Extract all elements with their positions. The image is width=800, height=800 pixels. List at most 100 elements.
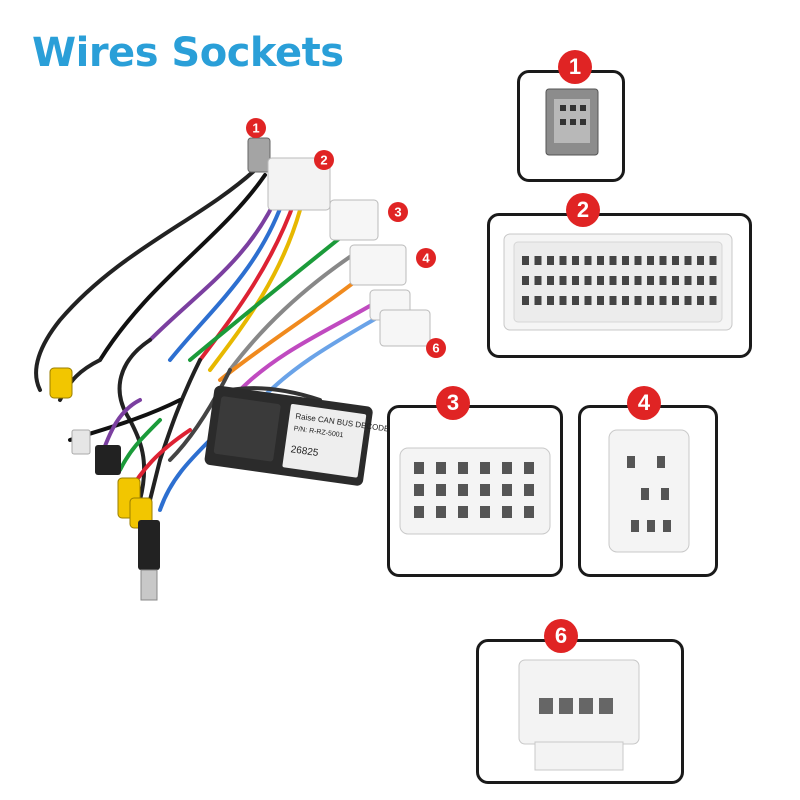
socket-pin (622, 296, 629, 305)
socket-6-image (518, 659, 640, 771)
socket-pin (559, 296, 567, 305)
socket-pin (522, 296, 529, 305)
wire (258, 308, 392, 402)
socket-pin (709, 276, 717, 285)
plug-2 (267, 157, 331, 211)
socket-panel-3 (387, 405, 563, 577)
socket-panel-6 (476, 639, 684, 784)
socket-pin (584, 296, 592, 305)
panel-badge-2: 2 (566, 193, 600, 227)
svg-text:1: 1 (252, 121, 259, 136)
socket-3-image (399, 447, 551, 535)
socket-pin (697, 256, 704, 265)
wire (238, 298, 382, 392)
wire (168, 368, 232, 462)
socket-pin (597, 276, 604, 285)
harness-badge: 1 (246, 118, 266, 138)
socket-pin (414, 484, 424, 496)
canbus-decoder: Raise CAN BUS DECODER P/N: R-RZ-5001 268… (204, 385, 396, 486)
socket-pin (502, 484, 512, 496)
socket-pin (672, 256, 679, 265)
socket-pin (647, 256, 654, 265)
plug-1 (247, 137, 271, 173)
decoder-label-line3: 26825 (290, 444, 320, 459)
socket-pin (634, 276, 642, 285)
socket-pin (697, 276, 704, 285)
socket-pin (634, 256, 642, 265)
svg-text:6: 6 (432, 341, 439, 356)
panel-badge-4: 4 (627, 386, 661, 420)
wire (198, 198, 297, 362)
socket-pin (709, 296, 717, 305)
socket-pin (414, 506, 424, 518)
socket-pin (522, 256, 529, 265)
wire (148, 188, 282, 342)
socket-pin (524, 484, 534, 496)
socket-pin (622, 256, 629, 265)
socket-pin (458, 484, 468, 496)
harness-badge: 6 (426, 338, 446, 358)
panel-badge-3: 3 (436, 386, 470, 420)
page-title: Wires Sockets (32, 30, 344, 76)
plug-3 (329, 199, 379, 241)
socket-1-image (545, 88, 599, 156)
svg-text:3: 3 (394, 205, 401, 220)
socket-pin (502, 462, 512, 474)
socket-pin (709, 256, 717, 265)
socket-panel-2 (487, 213, 752, 358)
harness-badge: 2 (314, 150, 334, 170)
socket-pin (597, 256, 604, 265)
socket-pin (458, 462, 468, 474)
harness-badge: 3 (388, 202, 408, 222)
socket-pin (480, 462, 490, 474)
svg-text:2: 2 (320, 153, 327, 168)
wire (98, 173, 267, 362)
socket-pin (524, 506, 534, 518)
quad-plug (95, 445, 121, 475)
socket-pin (522, 276, 529, 285)
wire (34, 168, 257, 392)
socket-pin (547, 296, 554, 305)
socket-pin (436, 484, 446, 496)
socket-pin (458, 506, 468, 518)
socket-pin (684, 276, 692, 285)
socket-pin (659, 276, 667, 285)
harness-badge: 4 (416, 248, 436, 268)
socket-pin (584, 276, 592, 285)
socket-pin (672, 276, 679, 285)
socket-pin (647, 296, 654, 305)
socket-pin (572, 296, 579, 305)
socket-pin (609, 296, 617, 305)
socket-panel-1 (517, 70, 625, 182)
svg-text:4: 4 (422, 251, 430, 266)
socket-pin (534, 256, 542, 265)
socket-pin (609, 256, 617, 265)
socket-pin (622, 276, 629, 285)
wire (188, 228, 352, 362)
socket-pin (480, 484, 490, 496)
socket-pin (559, 276, 567, 285)
wire (143, 358, 202, 522)
socket-pin (534, 296, 542, 305)
panel-badge-6: 6 (544, 619, 578, 653)
wire-harness-photo: Raise CAN BUS DECODER P/N: R-RZ-5001 268… (34, 118, 446, 601)
socket-2-image (503, 233, 733, 331)
socket-pin (647, 276, 654, 285)
socket-pin (502, 506, 512, 518)
socket-pin (572, 276, 579, 285)
socket-pin (684, 296, 692, 305)
panel-badge-1: 1 (558, 50, 592, 84)
plug-4 (349, 244, 407, 286)
socket-pin (436, 462, 446, 474)
plug-6 (379, 309, 431, 347)
wire (118, 418, 162, 472)
socket-pin (584, 256, 592, 265)
wire (168, 193, 287, 362)
wire (158, 438, 212, 512)
socket-panel-4 (578, 405, 718, 577)
antenna-plug (138, 520, 160, 570)
socket-pin (672, 296, 679, 305)
socket-pin (659, 296, 667, 305)
socket-pin (597, 296, 604, 305)
socket-pin (524, 462, 534, 474)
